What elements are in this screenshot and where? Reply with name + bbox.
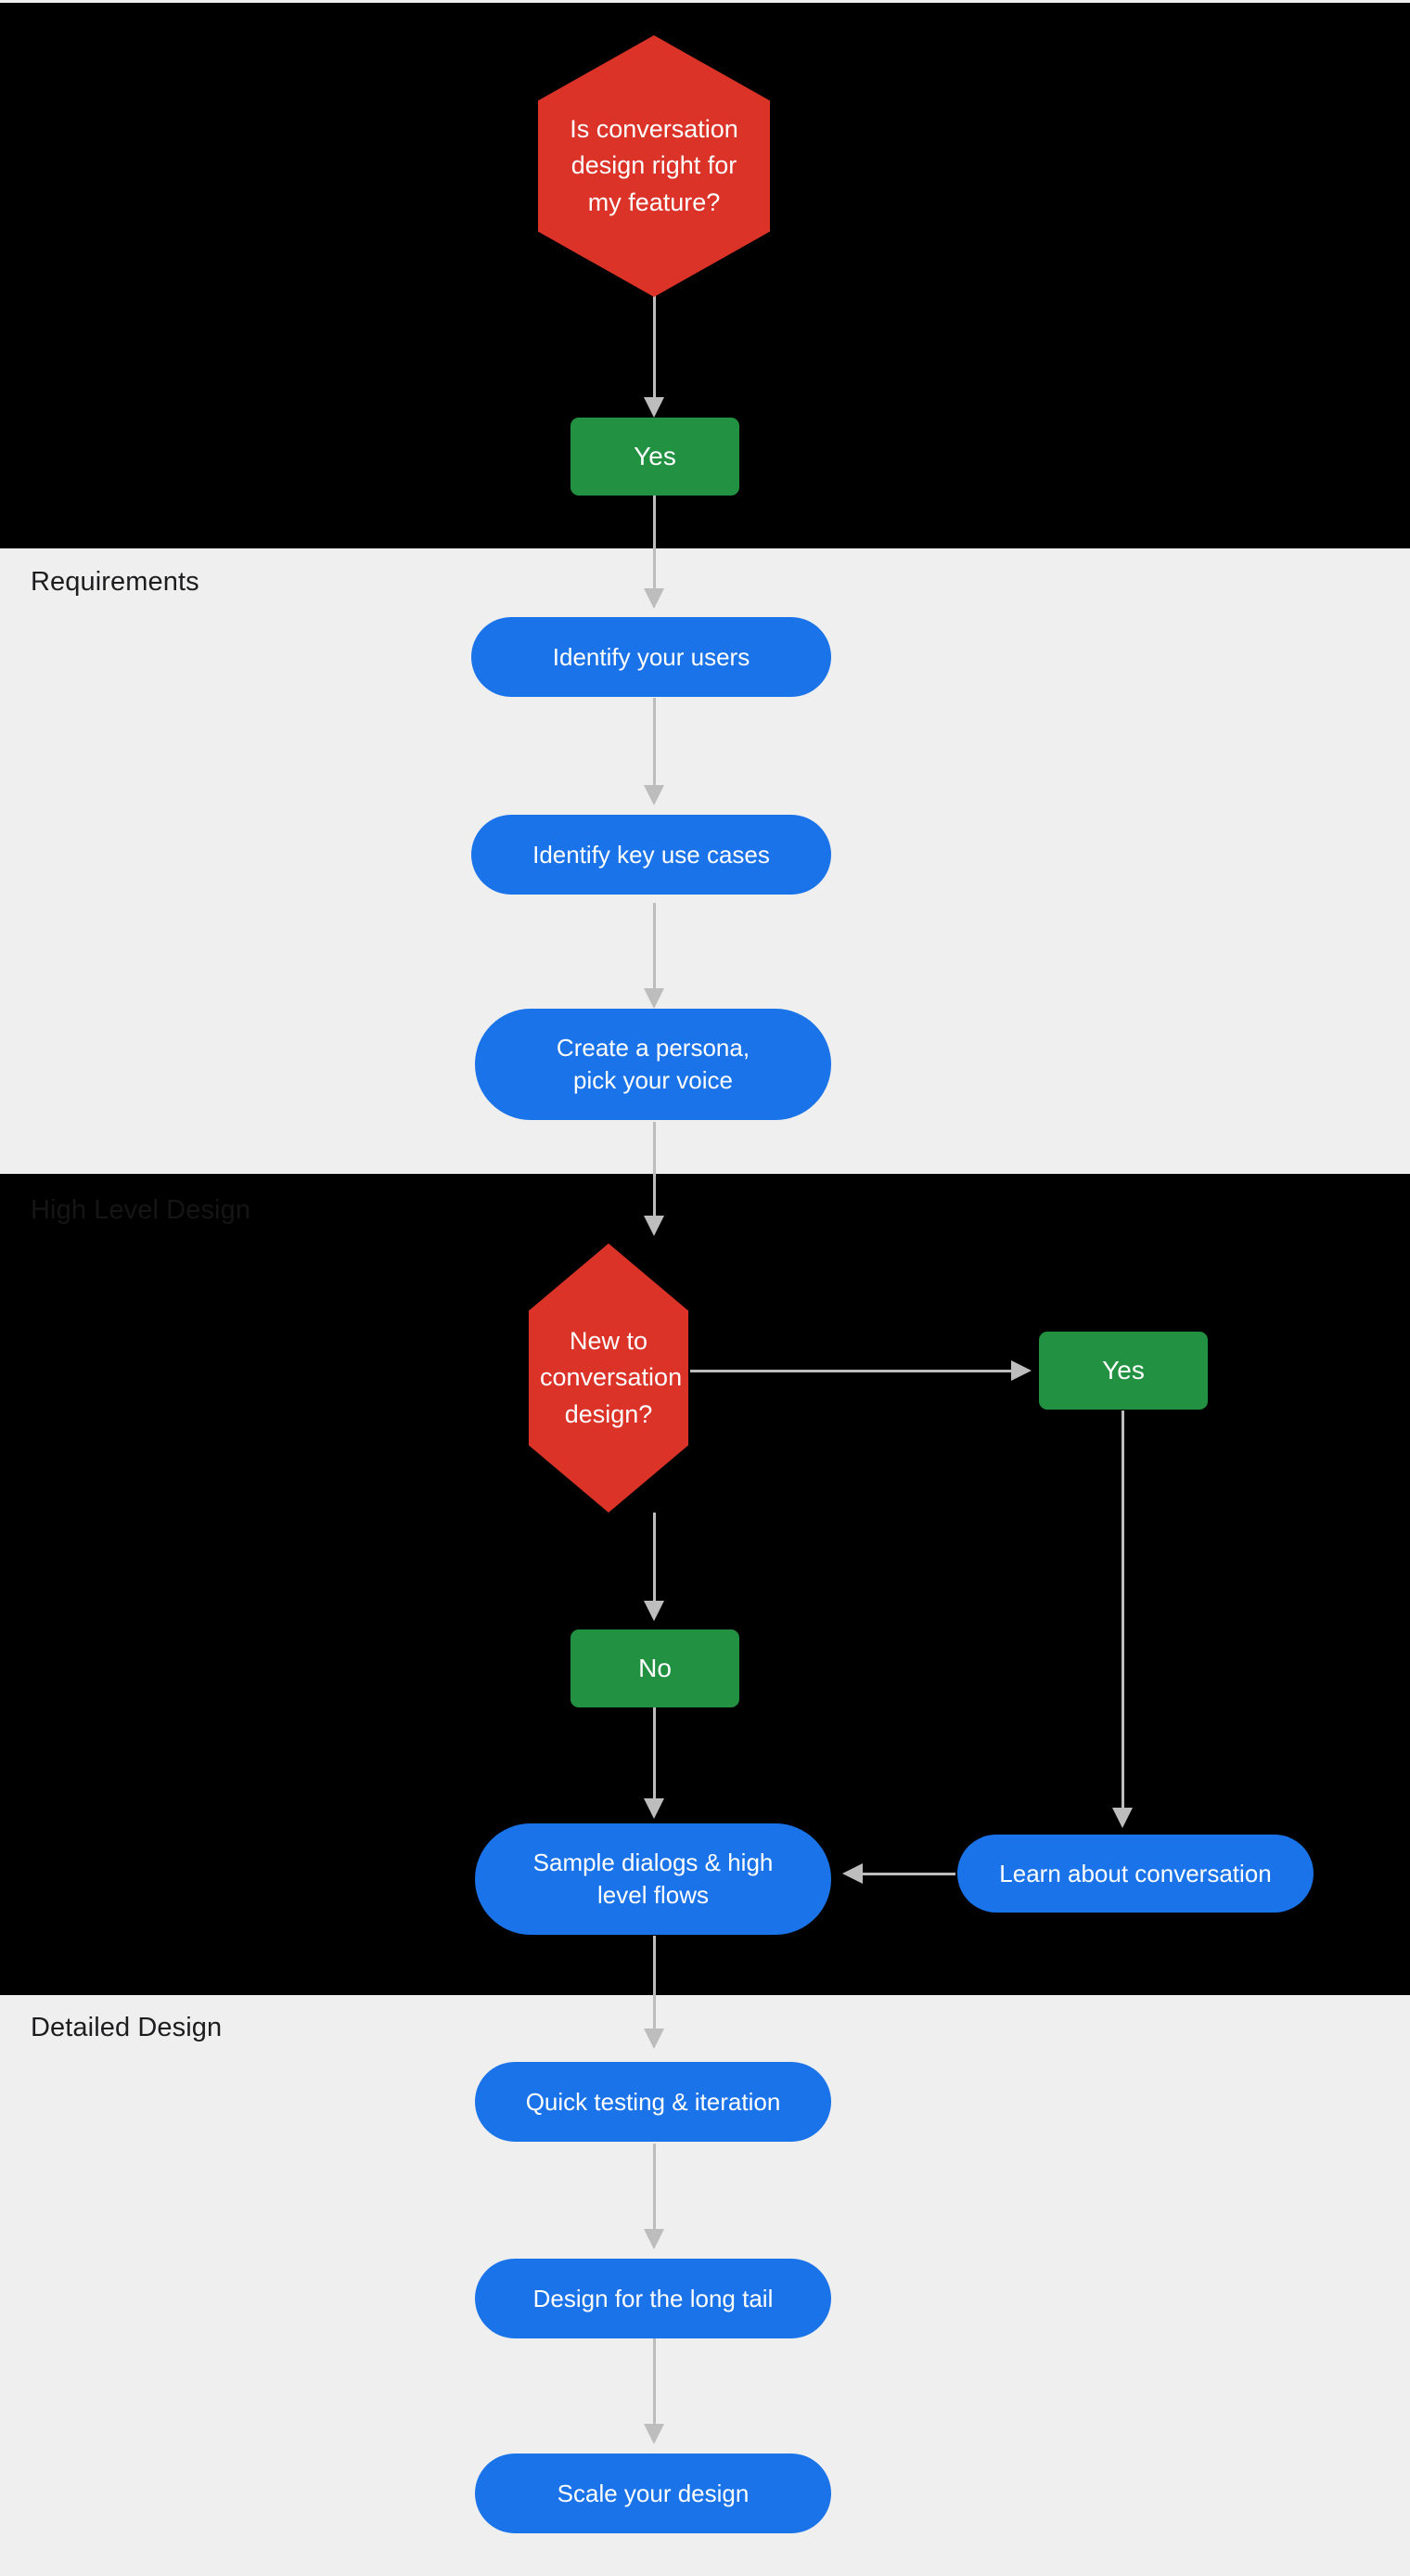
answer-node-label: Yes <box>634 442 676 471</box>
step-node-scale-your-design[interactable]: Scale your design <box>475 2454 831 2533</box>
arrowhead-down-icon <box>1112 1808 1133 1828</box>
answer-node-yes-1[interactable]: Yes <box>570 418 739 496</box>
connector-usecases-to-persona <box>653 903 656 994</box>
arrowhead-down-icon <box>644 1798 664 1819</box>
arrowhead-down-icon <box>644 2424 664 2444</box>
step-node-label: Quick testing & iteration <box>525 2087 781 2116</box>
arrowhead-down-icon <box>644 1601 664 1621</box>
connector-longtail-to-scale <box>653 2338 656 2429</box>
arrowhead-down-icon <box>644 2029 664 2049</box>
answer-node-label: No <box>638 1654 672 1683</box>
step-node-label: Identify your users <box>552 642 750 671</box>
connector-decision2-to-no <box>653 1513 656 1605</box>
connector-yes1-to-users <box>653 496 656 594</box>
connector-decision1-to-yes1 <box>653 295 656 403</box>
section-label-requirements: Requirements <box>31 567 199 597</box>
arrowhead-down-icon <box>644 588 664 609</box>
step-node-identify-key-use-cases[interactable]: Identify key use cases <box>471 815 831 895</box>
section-label-detailed-design: Detailed Design <box>31 2013 223 2042</box>
connector-decision2-to-yes2 <box>690 1370 1013 1372</box>
connector-persona-to-decision2 <box>653 1122 656 1222</box>
step-node-create-persona-pick-voice[interactable]: Create a persona, pick your voice <box>475 1009 831 1120</box>
decision-node-label: New to conversation design? <box>540 1327 683 1428</box>
answer-node-label: Yes <box>1102 1356 1145 1385</box>
arrowhead-down-icon <box>644 1216 664 1236</box>
section-label-high-level-design: High Level Design <box>31 1195 251 1225</box>
step-node-label: Learn about conversation <box>999 1859 1272 1887</box>
arrowhead-down-icon <box>644 2229 664 2249</box>
decision-node-conversation-design-right[interactable]: Is conversation design right for my feat… <box>538 35 770 297</box>
answer-node-yes-2[interactable]: Yes <box>1039 1332 1208 1410</box>
step-node-label: Identify key use cases <box>532 840 770 869</box>
arrowhead-down-icon <box>644 785 664 805</box>
step-node-label: Scale your design <box>557 2479 750 2507</box>
connector-users-to-usecases <box>653 698 656 791</box>
step-node-design-for-the-long-tail[interactable]: Design for the long tail <box>475 2259 831 2338</box>
connector-yes2-to-learn <box>1122 1410 1124 1811</box>
step-node-quick-testing-iteration[interactable]: Quick testing & iteration <box>475 2062 831 2142</box>
step-node-label: Create a persona, pick your voice <box>556 1034 750 1094</box>
step-node-label: Design for the long tail <box>532 2284 774 2312</box>
arrowhead-down-icon <box>644 988 664 1009</box>
decision-node-new-to-conversation-design[interactable]: New to conversation design? <box>529 1243 688 1513</box>
decision-node-label: Is conversation design right for my feat… <box>570 115 738 216</box>
connector-learn-to-sample <box>863 1873 955 1875</box>
step-node-label: Sample dialogs & high level flows <box>532 1848 774 1909</box>
connector-testing-to-longtail <box>653 2144 656 2235</box>
arrowhead-left-icon <box>842 1863 863 1884</box>
step-node-learn-about-conversation[interactable]: Learn about conversation <box>957 1835 1314 1913</box>
arrowhead-right-icon <box>1011 1360 1032 1381</box>
connector-sample-to-testing <box>653 1936 656 2034</box>
answer-node-no[interactable]: No <box>570 1629 739 1707</box>
step-node-identify-your-users[interactable]: Identify your users <box>471 617 831 697</box>
step-node-sample-dialogs-high-level-flows[interactable]: Sample dialogs & high level flows <box>475 1823 831 1935</box>
connector-no-to-sample <box>653 1707 656 1800</box>
arrowhead-down-icon <box>644 397 664 418</box>
